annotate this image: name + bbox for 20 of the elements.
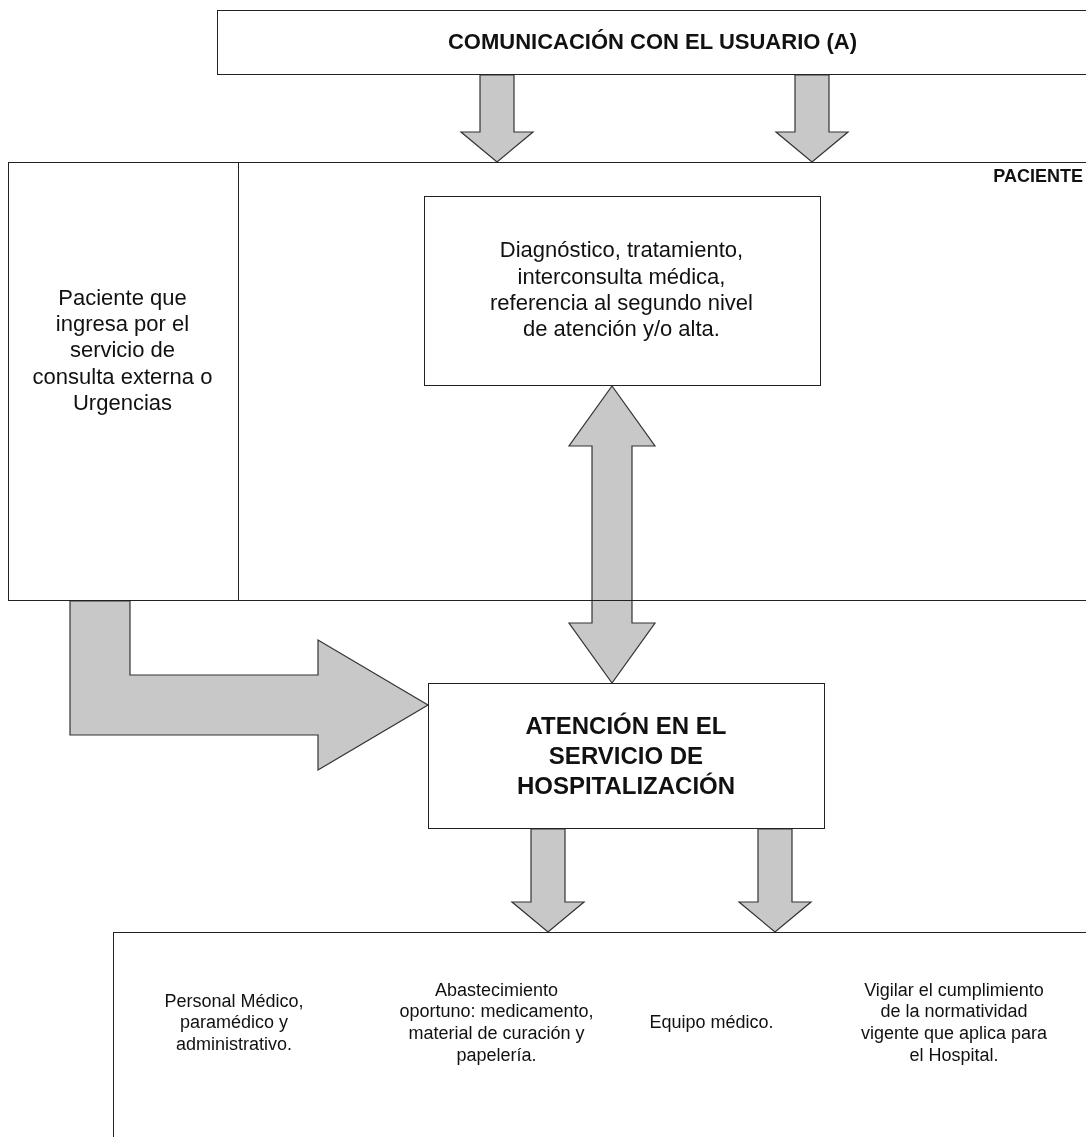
block-arrow: [510, 828, 586, 933]
process-text: Diagnóstico, tratamiento, interconsulta médica, referencia al segundo nivel de atención y/o alta.: [489, 237, 754, 343]
patient-panel: [8, 162, 1086, 601]
process-box: [428, 683, 825, 829]
block-arrow: [737, 828, 813, 933]
header-box: [217, 10, 1086, 75]
resource-text: Equipo médico.: [649, 1012, 774, 1034]
block-arrow: [774, 74, 850, 163]
resource-text: Vigilar el cumplimiento de la normatividad vigente que aplica para el Hospital.: [859, 979, 1049, 1067]
block-arrow: [459, 74, 535, 163]
header-title: COMUNICACIÓN CON EL USUARIO (A): [448, 28, 857, 56]
resources-box: [113, 932, 1086, 1137]
process-title: ATENCIÓN EN EL SERVICIO DE HOSPITALIZACIÓN: [515, 710, 737, 801]
resource-text: Abastecimiento oportuno: medicamento, material de curación y papelería.: [398, 979, 595, 1067]
entry-text: Paciente que ingresa por el servicio de consulta externa o Urgencias: [31, 284, 214, 417]
section-heading: PACIENTE: [993, 166, 1083, 188]
process-box: [423, 195, 821, 386]
block-arrow: [567, 384, 657, 685]
block-arrow: [69, 600, 430, 772]
resource-text: Personal Médico, paramédico y administrativo.: [163, 990, 305, 1056]
